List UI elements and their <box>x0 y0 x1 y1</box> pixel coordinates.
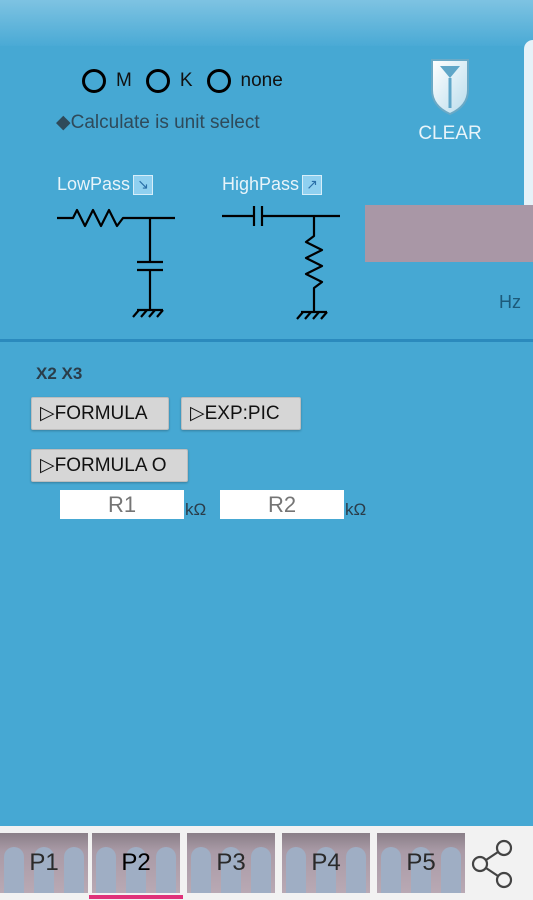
tab-p3[interactable]: P3 <box>187 833 275 893</box>
side-panel-edge[interactable] <box>524 40 533 240</box>
arch-decoration <box>156 847 176 893</box>
calculate-unit-note: ◆Calculate is unit select <box>56 112 260 133</box>
highpass-label[interactable]: HighPass ↗ <box>222 174 323 195</box>
unit-radio-group: M K none <box>82 66 297 96</box>
arrow-down-right-icon: ↘ <box>133 174 154 195</box>
tab-p1[interactable]: P1 <box>0 833 88 893</box>
arch-decoration <box>126 847 146 893</box>
radio-k-label: K <box>179 70 193 91</box>
tab-p3-label: P3 <box>216 849 246 876</box>
lowpass-text: LowPass <box>57 174 131 194</box>
tab-p5[interactable]: P5 <box>377 833 465 893</box>
radio-m-label: M <box>116 70 132 91</box>
share-button[interactable] <box>466 836 518 892</box>
arch-decoration <box>441 847 461 893</box>
arch-decoration <box>191 847 211 893</box>
tab-p2[interactable]: P2 <box>92 833 180 893</box>
arch-decoration <box>34 847 54 893</box>
r1-input[interactable] <box>60 490 184 519</box>
arch-decoration <box>64 847 84 893</box>
hz-unit-label: Hz <box>499 292 521 312</box>
r2-input[interactable] <box>220 490 344 519</box>
arch-decoration <box>346 847 366 893</box>
radio-none[interactable]: none <box>206 69 283 93</box>
tab-p5-label: P5 <box>406 849 436 876</box>
arch-decoration <box>286 847 306 893</box>
radio-circle-icon[interactable] <box>145 69 170 93</box>
arch-decoration <box>221 847 241 893</box>
tab-p1-label: P1 <box>29 849 59 876</box>
arch-decoration <box>381 847 401 893</box>
lowpass-circuit-diagram <box>57 208 175 318</box>
clear-button[interactable]: CLEAR <box>412 56 488 146</box>
radio-circle-icon[interactable] <box>82 69 106 93</box>
highpass-circuit-diagram <box>222 206 340 320</box>
radio-circle-icon[interactable] <box>206 69 231 93</box>
radio-m[interactable]: M <box>82 69 132 93</box>
x2-x3-label: X2 X3 <box>36 364 83 383</box>
formula-o-button[interactable]: ▷FORMULA O <box>31 449 188 482</box>
formula-button[interactable]: ▷FORMULA <box>31 397 169 430</box>
clear-label: CLEAR <box>418 123 482 144</box>
arch-decoration <box>316 847 336 893</box>
selected-tab-indicator <box>89 895 183 899</box>
radio-k[interactable]: K <box>145 69 193 93</box>
exp-pic-button[interactable]: ▷EXP:PIC <box>181 397 301 430</box>
share-icon <box>471 839 513 889</box>
tab-p4[interactable]: P4 <box>282 833 370 893</box>
arch-decoration <box>411 847 431 893</box>
arrow-up-right-icon: ↗ <box>302 174 323 195</box>
tab-p2-label: P2 <box>121 849 151 876</box>
top-bar <box>0 0 533 46</box>
r2-unit: kΩ <box>345 500 367 519</box>
lowpass-label[interactable]: LowPass ↘ <box>57 174 154 195</box>
arch-decoration <box>251 847 271 893</box>
arch-decoration <box>96 847 116 893</box>
clear-shield-icon <box>431 59 469 116</box>
section-divider <box>0 339 533 342</box>
highpass-text: HighPass <box>222 174 300 194</box>
frequency-display <box>365 205 533 262</box>
arch-decoration <box>4 847 24 893</box>
tab-p4-label: P4 <box>311 849 341 876</box>
radio-none-label: none <box>240 70 283 91</box>
r1-unit: kΩ <box>185 500 207 519</box>
